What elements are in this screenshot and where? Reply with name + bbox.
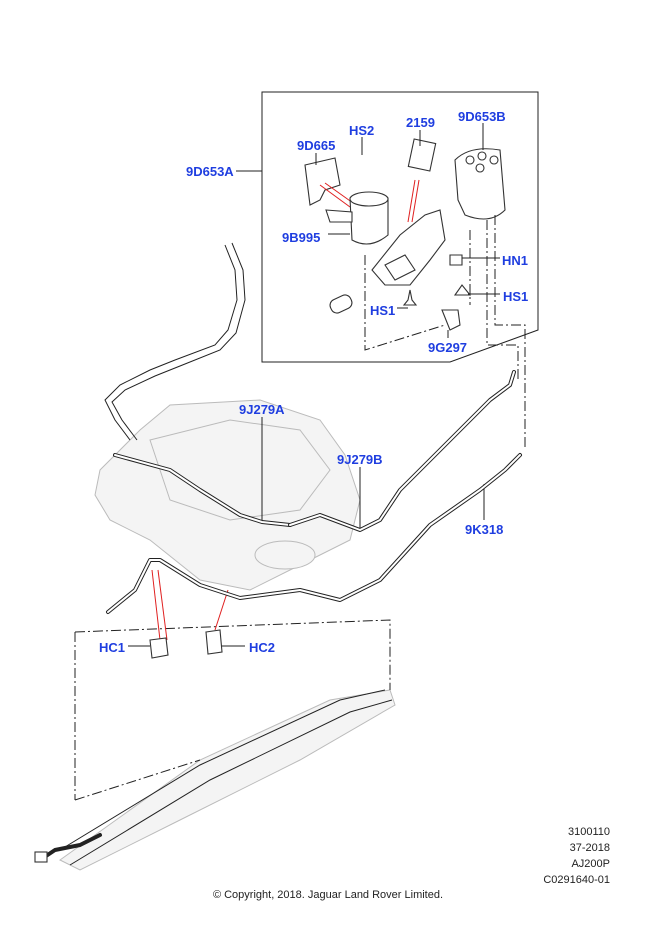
label-9j279b: 9J279B <box>337 452 383 467</box>
code-line: AJ200P <box>571 858 610 870</box>
canister-9d653b <box>454 148 506 220</box>
fuel-tank-illustration <box>94 399 361 591</box>
filter-9b995 <box>325 191 389 245</box>
clip-hc2 <box>205 629 223 655</box>
label-hs2: HS2 <box>349 123 374 138</box>
label-9d653b: 9D653B <box>458 109 506 124</box>
underbody-rail-illustration <box>34 689 396 871</box>
illustration-codes: 3100110 37-2018 AJ200P C0291640-01 <box>470 824 610 888</box>
label-hc2: HC2 <box>249 640 275 655</box>
pad-2159 <box>407 138 437 172</box>
label-9g297: 9G297 <box>428 340 467 355</box>
label-9d653a: 9D653A <box>186 164 234 179</box>
bracket-assembly <box>371 209 446 286</box>
filler-neck-pipe <box>104 242 246 441</box>
screw-hs1 <box>402 289 418 306</box>
leader-lines <box>128 123 500 647</box>
detail-box <box>261 91 539 363</box>
screw-hs1-right <box>453 284 472 296</box>
code-line: 3100110 <box>567 826 610 838</box>
label-9k318: 9K318 <box>465 522 503 537</box>
label-9d665: 9D665 <box>297 138 335 153</box>
tube-9j279b <box>288 370 516 532</box>
tube-9k318 <box>106 453 522 614</box>
code-line: C0291640-01 <box>543 874 610 886</box>
connector-9g297 <box>441 309 461 331</box>
label-hs1-left: HS1 <box>370 303 395 318</box>
clip-hn1 <box>449 254 463 266</box>
tube-9j279a <box>113 453 292 527</box>
code-line: 37-2018 <box>569 842 610 854</box>
copyright-notice: © Copyright, 2018. Jaguar Land Rover Lim… <box>212 889 444 901</box>
label-hs1-right: HS1 <box>503 289 528 304</box>
seal-ring <box>329 294 353 314</box>
bracket-9d665 <box>304 157 354 208</box>
label-9b995: 9B995 <box>282 230 320 245</box>
clip-hc1 <box>149 637 169 659</box>
label-2159: 2159 <box>406 115 435 130</box>
label-hc1: HC1 <box>99 640 125 655</box>
label-hn1: HN1 <box>502 253 528 268</box>
label-9j279a: 9J279A <box>239 402 285 417</box>
